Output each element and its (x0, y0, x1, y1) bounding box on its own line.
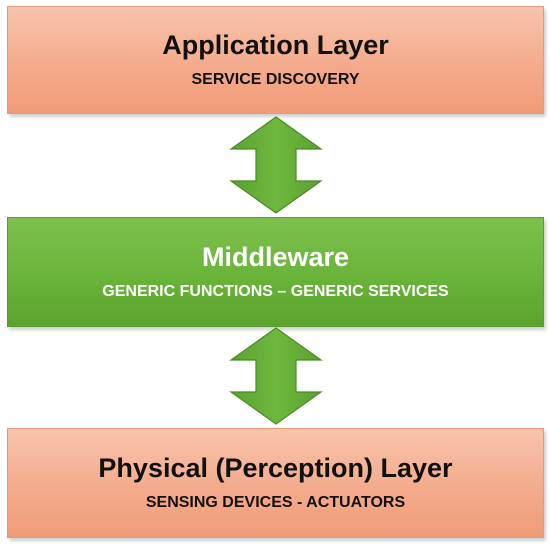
application-layer-box: Application Layer SERVICE DISCOVERY (7, 6, 544, 114)
application-layer-subtitle: SERVICE DISCOVERY (191, 71, 360, 88)
double-arrow-icon (229, 327, 323, 425)
middleware-subtitle: GENERIC FUNCTIONS – GENERIC SERVICES (102, 283, 449, 300)
physical-layer-subtitle: SENSING DEVICES - ACTUATORS (145, 494, 406, 511)
application-layer-title: Application Layer (162, 30, 389, 60)
physical-layer-title: Physical (Perception) Layer (98, 453, 453, 483)
double-arrow-icon (229, 116, 323, 214)
middleware-layer-box: Middleware GENERIC FUNCTIONS – GENERIC S… (7, 217, 544, 327)
middleware-title: Middleware (201, 242, 350, 272)
physical-layer-box: Physical (Perception) Layer SENSING DEVI… (7, 428, 544, 538)
